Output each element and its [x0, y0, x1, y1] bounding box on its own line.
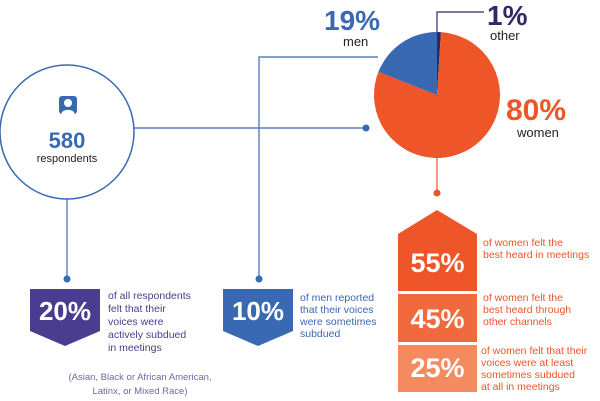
other-pct-label: 1%: [487, 0, 528, 31]
stat-45-line: of women felt the: [483, 292, 563, 304]
badge-shape-20: [30, 289, 100, 346]
men-pct-label: 19%: [324, 5, 381, 36]
stat-20-line: felt that their: [108, 303, 166, 315]
men-connector: [258, 56, 378, 278]
stat-10-line: were sometimes: [300, 316, 377, 328]
stat-55-text: of women felt the best heard in meetings: [483, 237, 598, 261]
pie-dot-center: [362, 124, 370, 132]
stat-20-text: of all respondents felt that their voice…: [108, 290, 208, 355]
stat-20-line: of all respondents: [108, 290, 191, 302]
stat-25-line: at all in meetings: [481, 381, 560, 393]
stat-45-line: other channels: [483, 316, 552, 328]
stat-25-line: of women felt that their: [481, 345, 588, 357]
stat-10-pct: 10%: [231, 296, 285, 326]
stat-55-line: best heard in meetings: [483, 249, 590, 261]
badge-shape-10: [223, 289, 293, 346]
pie-chart: [373, 32, 501, 158]
stat-10-line: of men reported: [300, 292, 375, 304]
stat-10-line: that their voices: [300, 304, 374, 316]
stat-45-line: best heard through: [483, 304, 572, 316]
men-dot: [255, 275, 263, 283]
pie-slice-men: [378, 32, 437, 95]
stat-10-line: subdued: [300, 328, 341, 340]
women-name-label: women: [517, 125, 559, 140]
badge-shape-25: [398, 345, 477, 392]
stat-55-line: of women felt the: [483, 237, 563, 249]
badge-shape-45: [398, 294, 477, 342]
pie-slice-women: [373, 32, 501, 158]
respondents-label: respondents: [36, 153, 98, 165]
person-icon: [59, 96, 77, 114]
badge-shape-55: [398, 210, 477, 291]
stat-25-pct: 25%: [410, 353, 465, 383]
footnote-line: Latinx, or Mixed Race): [92, 386, 188, 397]
stat-20-line: voices were: [108, 316, 164, 328]
stat-20-pct: 20%: [38, 296, 92, 326]
stat-55-pct: 55%: [410, 248, 465, 278]
stat-25-line: sometimes subdued: [481, 369, 575, 381]
stat-25-text: of women felt that their voices were at …: [481, 345, 599, 393]
women-pct-label: 80%: [506, 94, 567, 127]
respondents-dot: [63, 275, 71, 283]
other-connector: [436, 11, 484, 32]
stat-45-text: of women felt the best heard through oth…: [483, 292, 598, 328]
stat-45-pct: 45%: [410, 304, 465, 334]
stat-20-line: in meetings: [108, 342, 162, 354]
footnote: (Asian, Black or African American, Latin…: [40, 371, 240, 399]
respondents-block: 580 respondents: [0, 130, 134, 166]
women-dot: [433, 189, 441, 197]
stat-25-line: voices were at least: [481, 357, 574, 369]
stat-10-text: of men reported that their voices were s…: [300, 292, 395, 340]
stat-20-line: actively subdued: [108, 329, 187, 341]
footnote-line: (Asian, Black or African American,: [68, 372, 212, 383]
men-name-label: men: [343, 34, 369, 49]
other-name-label: other: [490, 28, 520, 43]
respondents-count: 580: [48, 128, 86, 153]
pie-slice-other: [437, 32, 441, 95]
